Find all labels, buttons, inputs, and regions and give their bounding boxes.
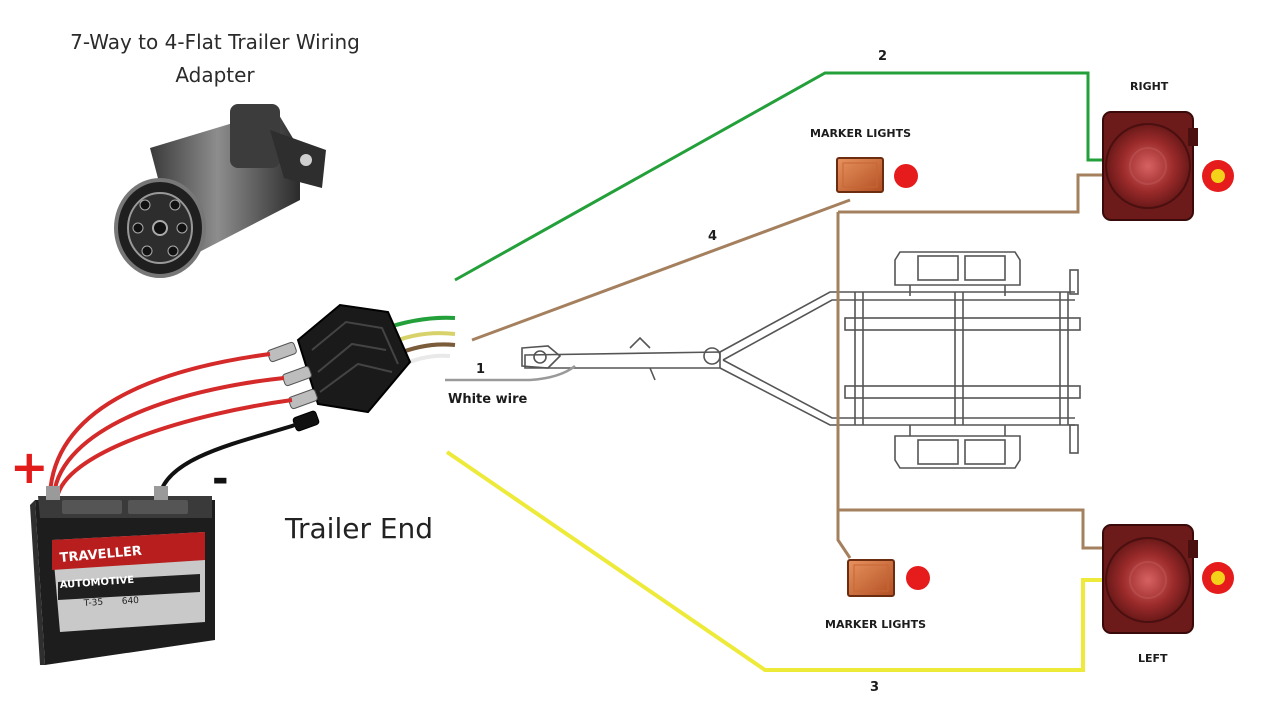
- yellow-wire: [445, 450, 1105, 672]
- white-wire-label: White wire: [448, 392, 528, 407]
- trailer-end-label: Trailer End: [285, 512, 434, 545]
- battery-brand: TRAVELLER: [59, 544, 142, 566]
- green-wire: [454, 71, 1105, 282]
- four-flat-connector: [267, 303, 456, 432]
- brown-wire: [471, 198, 851, 342]
- marker-indicator-top: [894, 164, 918, 188]
- right-light-label: RIGHT: [1130, 80, 1169, 93]
- right-tail-indicator: [1202, 160, 1234, 192]
- brown-wire-right: [838, 173, 1105, 214]
- trailer-wiring: [445, 71, 1105, 672]
- battery-rating: 640: [122, 596, 140, 607]
- wire-number-2: 2: [878, 49, 888, 64]
- marker-light-top: [836, 157, 884, 193]
- negative-sign: -: [212, 456, 229, 502]
- brown-wire-trunk: [836, 212, 1105, 550]
- wire-number-1: 1: [476, 362, 486, 377]
- left-tail-light: [1102, 524, 1198, 634]
- battery-leads: [48, 352, 299, 496]
- wire-number-3: 3: [870, 680, 880, 695]
- left-light-label: LEFT: [1138, 652, 1168, 665]
- battery: [30, 486, 215, 665]
- positive-sign: +: [10, 440, 49, 494]
- battery-type: AUTOMOTIVE: [59, 575, 134, 591]
- white-wire: [445, 365, 576, 382]
- battery-model: T-35: [83, 598, 104, 609]
- adapter-image: [114, 104, 326, 278]
- marker-light-bottom: [847, 559, 895, 597]
- diagram-title: 7-Way to 4-Flat Trailer Wiring: [70, 30, 360, 54]
- marker-lights-bottom-label: MARKER LIGHTS: [825, 618, 927, 631]
- trailer-frame: [521, 251, 1081, 469]
- right-tail-light: [1102, 111, 1198, 221]
- brown-wire-marker-bottom: [836, 510, 852, 559]
- diagram-title-line2: Adapter: [175, 63, 255, 87]
- left-tail-indicator: [1202, 562, 1234, 594]
- marker-indicator-bottom: [906, 566, 930, 590]
- wire-number-4: 4: [708, 229, 718, 244]
- marker-lights-top-label: MARKER LIGHTS: [810, 127, 912, 140]
